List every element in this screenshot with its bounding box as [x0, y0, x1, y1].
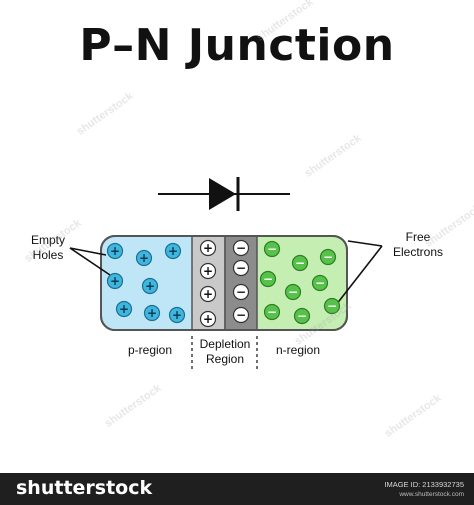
svg-text:−: − [267, 242, 277, 256]
svg-text:−: − [323, 250, 333, 264]
svg-text:−: − [267, 305, 277, 319]
empty-holes-label-line2: Holes [32, 248, 64, 262]
svg-text:+: + [172, 308, 182, 322]
svg-text:+: + [110, 274, 120, 288]
svg-text:+: + [119, 302, 129, 316]
svg-text:−: − [315, 276, 325, 290]
empty-holes-pointer [69, 247, 111, 276]
depletion-region-label-line2: Region [205, 352, 245, 366]
free-electrons-label-line2: Electrons [392, 245, 444, 259]
svg-text:−: − [236, 308, 246, 322]
svg-text:+: + [145, 279, 155, 293]
page-title: P–N Junction [79, 20, 395, 71]
electron-particle: − [293, 307, 311, 325]
free-electrons-pointer [335, 240, 383, 306]
svg-text:+: + [147, 306, 157, 320]
electron-particle: − [323, 297, 341, 315]
electron-particle: − [263, 303, 281, 321]
negative-ion: − [232, 306, 250, 324]
image-id: IMAGE ID: 2133932735 [384, 480, 464, 489]
positive-ion: + [199, 310, 217, 328]
svg-text:+: + [203, 264, 213, 278]
svg-text:−: − [263, 272, 273, 286]
positive-ion: + [199, 262, 217, 280]
empty-holes-label: Empty Holes [20, 233, 76, 263]
svg-text:−: − [236, 241, 246, 255]
svg-text:+: + [203, 312, 213, 326]
svg-text:+: + [110, 244, 120, 258]
hole-particle: + [115, 300, 133, 318]
electron-particle: − [291, 254, 309, 272]
electron-particle: − [284, 283, 302, 301]
site-url: www.shutterstock.com [399, 491, 464, 498]
electron-particle: − [319, 248, 337, 266]
electron-particle: − [263, 240, 281, 258]
n-region-label: n-region [275, 343, 321, 357]
footer-bar: shutterstock IMAGE ID: 2133932735 www.sh… [0, 473, 474, 505]
negative-ion: − [232, 239, 250, 257]
depletion-region-label-line1: Depletion [199, 337, 251, 351]
svg-text:−: − [297, 309, 307, 323]
hole-particle: + [106, 242, 124, 260]
hole-particle: + [135, 249, 153, 267]
svg-text:+: + [203, 287, 213, 301]
svg-text:−: − [295, 256, 305, 270]
svg-text:−: − [327, 299, 337, 313]
hole-particle: + [164, 242, 182, 260]
positive-ion: + [199, 239, 217, 257]
hole-particle: + [141, 277, 159, 295]
hole-particle: + [168, 306, 186, 324]
negative-ion: − [232, 283, 250, 301]
empty-holes-label-line1: Empty [30, 233, 65, 247]
free-electrons-label-line1: Free [405, 230, 431, 244]
svg-text:−: − [236, 285, 246, 299]
hole-particle: + [143, 304, 161, 322]
diode-symbol-icon [158, 177, 290, 211]
electron-particle: − [259, 270, 277, 288]
p-region-label: p-region [127, 343, 173, 357]
hole-particle: + [106, 272, 124, 290]
svg-text:+: + [168, 244, 178, 258]
svg-text:−: − [288, 285, 298, 299]
shutterstock-logo: shutterstock [16, 477, 153, 499]
negative-ion: − [232, 259, 250, 277]
svg-text:+: + [139, 251, 149, 265]
free-electrons-label: Free Electrons [383, 230, 453, 260]
depletion-region-label: Depletion Region [193, 337, 257, 367]
svg-text:+: + [203, 241, 213, 255]
positive-ion: + [199, 285, 217, 303]
electron-particle: − [311, 274, 329, 292]
outline [100, 235, 348, 331]
svg-text:−: − [236, 261, 246, 275]
